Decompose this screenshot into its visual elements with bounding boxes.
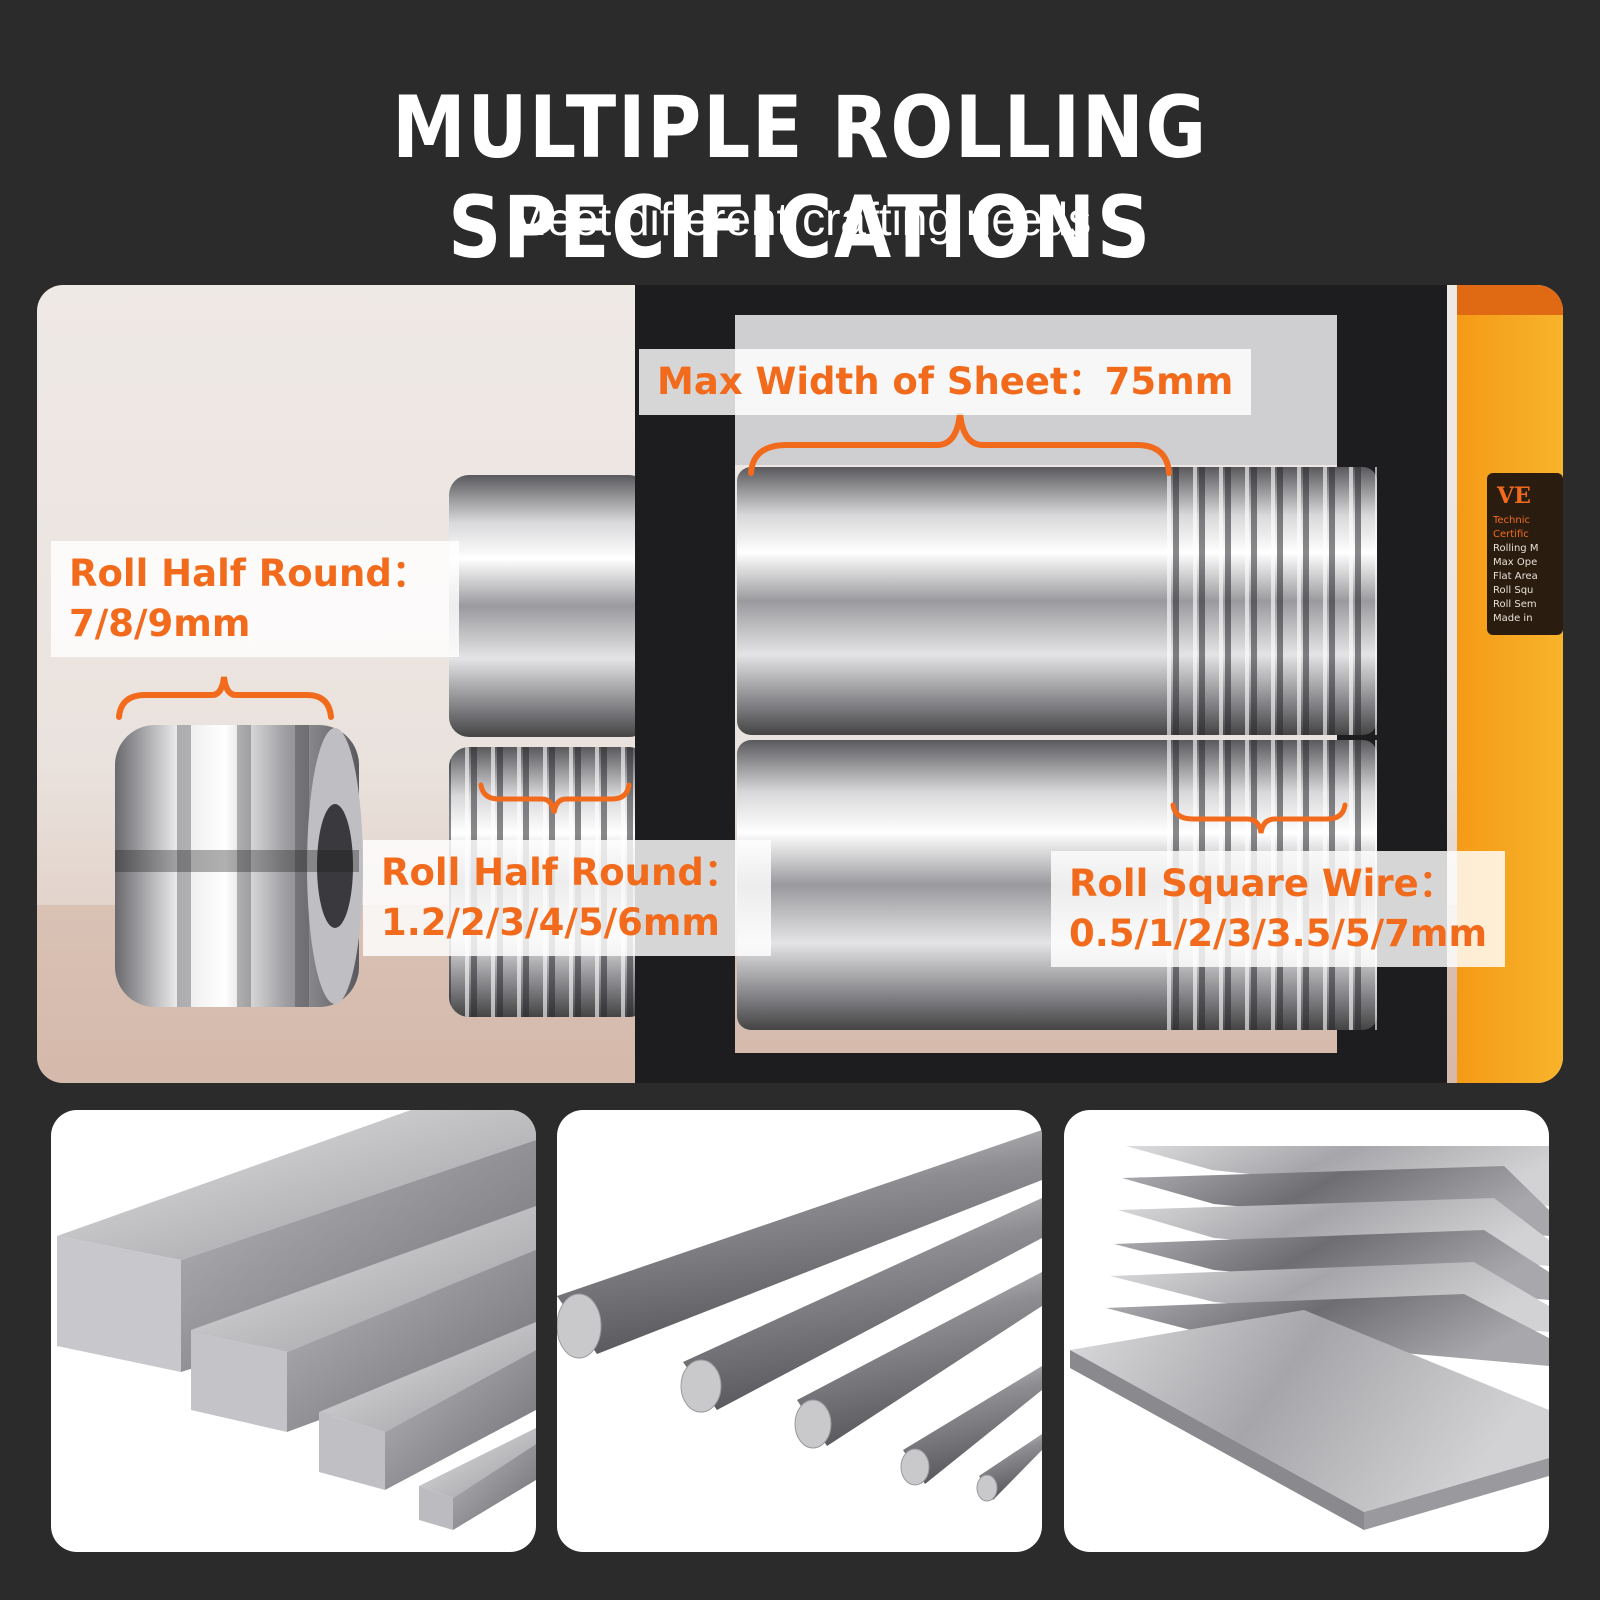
max-width-label: Max Width of Sheet：75mm xyxy=(639,349,1252,415)
plate-line: Made in xyxy=(1493,613,1533,624)
half-round-small-sizes: 1.2/2/3/4/5/6mm xyxy=(381,901,720,944)
plate-line: Certific xyxy=(1493,529,1529,540)
half-round-large-title: Roll Half Round： xyxy=(69,552,429,595)
half-round-roller-icon xyxy=(115,725,363,1007)
round-rod-stock-icon xyxy=(557,1130,1042,1502)
page-subtitle: Meet different crafting needs xyxy=(508,193,1092,245)
max-width-text: Max Width of Sheet：75mm xyxy=(657,360,1234,403)
plate-brand: VE xyxy=(1496,483,1531,509)
page-title: MULTIPLE ROLLING SPECIFICATIONS xyxy=(392,78,1208,278)
metal-sheet-stack-icon xyxy=(1070,1146,1549,1530)
plate-line: Max Ope xyxy=(1493,557,1537,568)
square-bar-stock-icon xyxy=(57,1110,536,1530)
square-wire-title: Roll Square Wire： xyxy=(1069,862,1456,905)
panel-square-bars xyxy=(51,1110,536,1552)
panel-metal-sheets xyxy=(1064,1110,1549,1552)
plate-line: Flat Area xyxy=(1493,571,1538,582)
plate-line: Technic xyxy=(1492,515,1530,526)
plate-line: Roll Squ xyxy=(1493,585,1533,596)
square-wire-sizes: 0.5/1/2/3/3.5/5/7mm xyxy=(1069,912,1488,955)
plate-line: Roll Sem xyxy=(1493,599,1537,610)
plate-line: Rolling M xyxy=(1493,543,1538,554)
panel-round-rods xyxy=(557,1110,1042,1552)
half-round-large-label: Roll Half Round： 7/8/9mm xyxy=(51,541,459,657)
half-round-small-label: Roll Half Round： 1.2/2/3/4/5/6mm xyxy=(363,840,771,956)
square-wire-brace-icon xyxy=(1170,802,1348,834)
small-half-round-brace-icon xyxy=(478,782,632,814)
half-round-large-sizes: 7/8/9mm xyxy=(69,602,251,645)
large-half-round-brace-icon xyxy=(116,676,334,720)
square-wire-label: Roll Square Wire： 0.5/1/2/3/3.5/5/7mm xyxy=(1051,851,1506,967)
half-round-small-title: Roll Half Round： xyxy=(381,851,741,894)
